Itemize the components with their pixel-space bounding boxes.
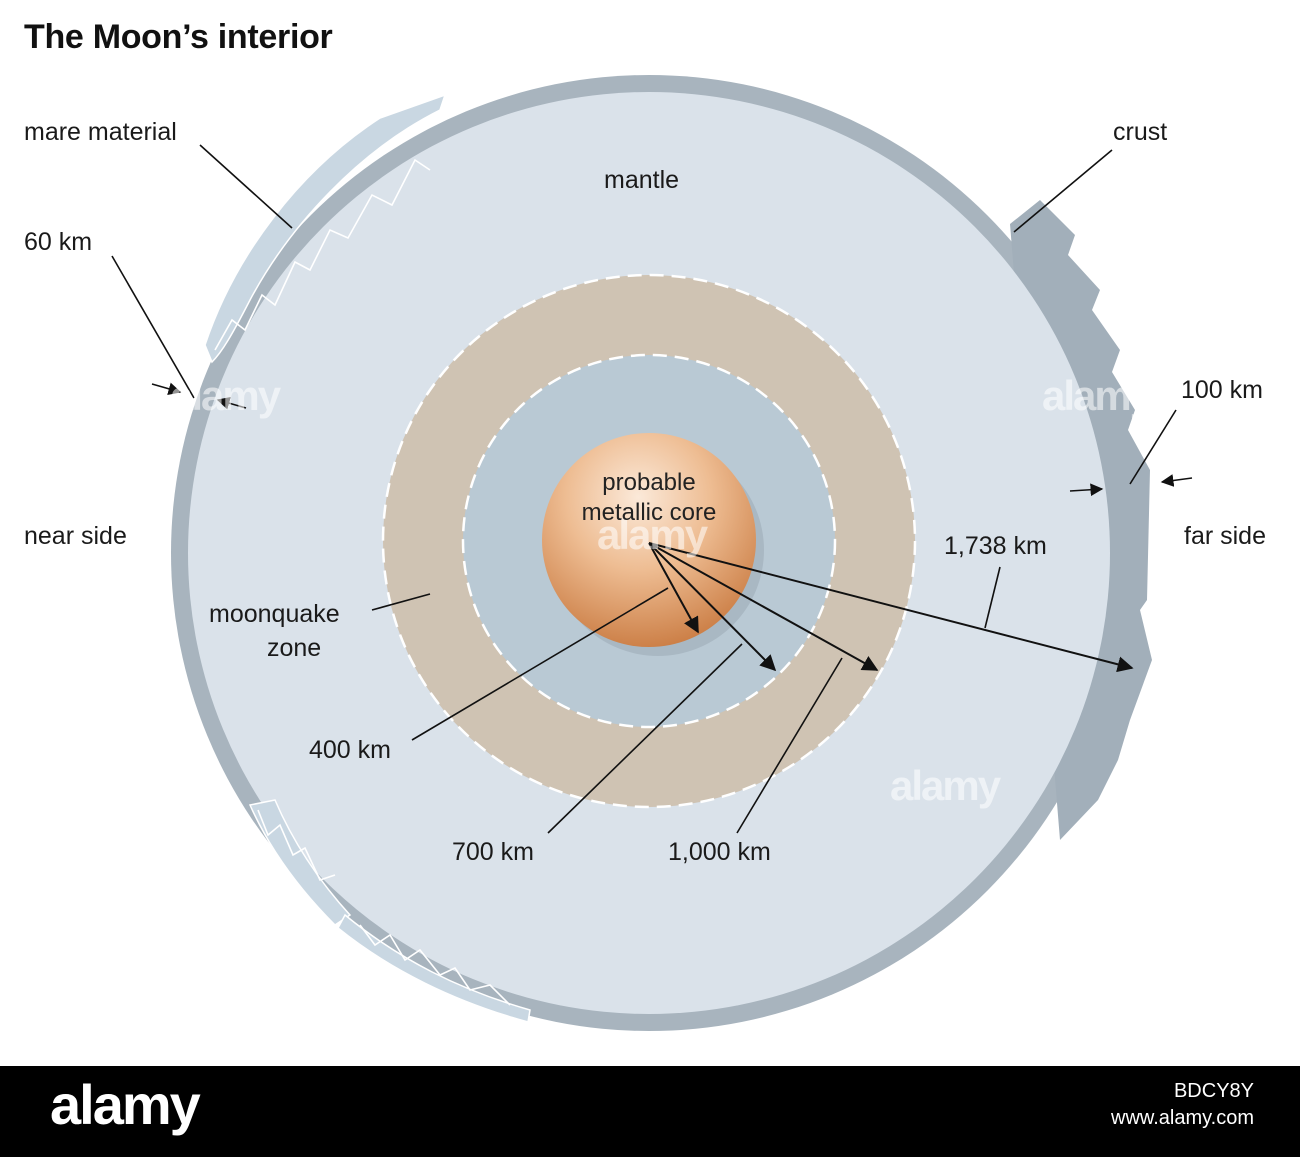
footer-image-info: BDCY8Y www.alamy.com [1111,1078,1254,1132]
footer-image-id: BDCY8Y [1173,1080,1254,1102]
leader-crust [1013,149,1113,233]
label-mantle: mantle [604,166,680,194]
label-crust: crust [1113,118,1168,146]
leader-60km [111,255,195,399]
arrow-700km [648,542,777,672]
arrow-60km-left [151,382,182,395]
leader-1000km [736,657,843,834]
label-core-line1: probable [602,469,696,496]
label-near-side: near side [24,522,127,550]
radius-arrows [648,542,1134,673]
thickness-arrows [151,382,1193,497]
leader-mare-material [199,144,293,229]
watermark-3: alamy [1042,372,1153,419]
mare-fracture-lines [214,158,511,1006]
watermark-footer: alamy BDCY8Y www.alamy.com [0,1066,1300,1157]
footer-site: www.alamy.com [1111,1107,1254,1129]
label-400km: 400 km [309,736,391,764]
watermark-4: alamy [890,762,1001,809]
label-moonquake-zone-line2: zone [267,634,322,662]
leader-1738km [984,566,1001,629]
label-moonquake-zone-line1: moonquake [209,600,340,628]
label-100km: 100 km [1181,376,1263,404]
leader-lines [111,144,1177,834]
arrow-100km-left [1069,483,1104,497]
label-core-line2: metallic core [581,499,717,526]
watermark-2: alamy [597,511,708,558]
leader-400km [411,587,669,741]
label-700km: 700 km [452,838,534,866]
leader-100km [1129,409,1177,485]
label-mare-material: mare material [24,118,177,146]
label-core: probable metallic core [549,468,749,528]
arrow-100km-right [1160,474,1193,487]
watermark-1: alamy [170,372,281,419]
leader-moonquake [371,593,431,611]
mare-patch-upper-left [204,93,447,364]
metallic-core [542,433,756,647]
label-1000km: 1,000 km [668,838,771,866]
label-far-side: far side [1184,522,1266,550]
footer-logo: alamy [50,1073,201,1136]
label-60km: 60 km [24,228,93,256]
label-1738km: 1,738 km [944,532,1047,560]
arrow-1000km [648,542,879,671]
arrow-60km-right [216,397,247,410]
leader-700km [547,643,743,834]
arrow-1738km [648,542,1134,673]
page-title: The Moon’s interior [24,18,333,56]
arrow-400km [648,542,699,634]
